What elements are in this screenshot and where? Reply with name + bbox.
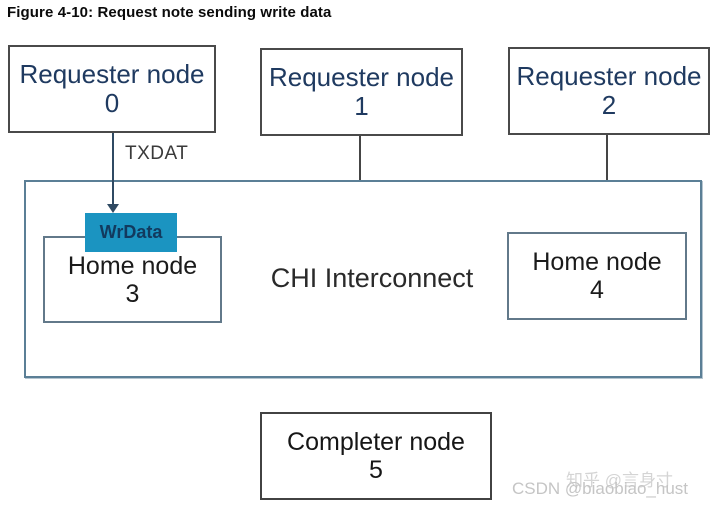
home-node-4-id: 4 — [590, 276, 604, 304]
completer-node-5-id: 5 — [369, 456, 383, 484]
wrdata-packet-badge: WrData — [85, 213, 177, 252]
requester-node-2-label: Requester node — [516, 60, 702, 91]
requester-node-1-box: Requester node 1 — [260, 48, 463, 136]
home-node-4-box: Home node 4 — [507, 232, 687, 320]
connector-line-requester-1 — [359, 136, 361, 182]
requester-node-0-id: 0 — [104, 88, 120, 118]
home-node-3-label: Home node — [67, 251, 198, 280]
connector-line-requester-2 — [606, 135, 608, 182]
requester-node-2-id: 2 — [601, 90, 617, 120]
figure-title: Figure 4-10: Request note sending write … — [7, 4, 332, 21]
requester-node-1-id: 1 — [354, 91, 369, 121]
home-node-4-label: Home node — [532, 248, 662, 276]
watermark-zhihu: 知乎 @言身寸 — [566, 471, 673, 490]
completer-node-5-label: Completer node — [287, 428, 465, 456]
txdat-arrow-head-icon — [107, 204, 119, 213]
chi-interconnect-label: CHI Interconnect — [270, 263, 474, 293]
txdat-arrow-shaft — [112, 133, 114, 205]
watermark-csdn: CSDN @biaobiao_hust — [512, 479, 689, 498]
txdat-channel-label: TXDAT — [125, 143, 189, 164]
home-node-3-id: 3 — [125, 279, 140, 308]
requester-node-2-box: Requester node 2 — [508, 47, 710, 135]
requester-node-0-label: Requester node — [19, 58, 205, 89]
requester-node-0-box: Requester node 0 — [8, 45, 216, 133]
requester-node-1-label: Requester node — [268, 61, 455, 92]
completer-node-5-box: Completer node 5 — [260, 412, 492, 500]
